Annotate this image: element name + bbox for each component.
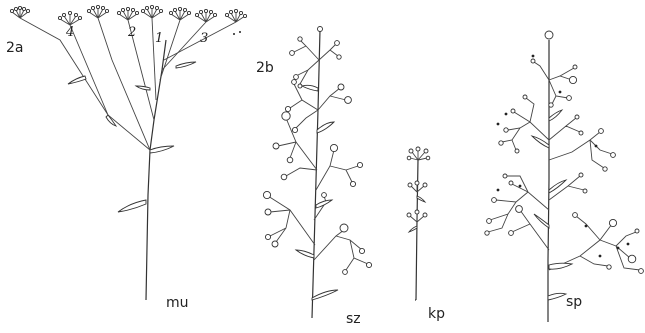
main-stem [548,40,549,322]
leaf [316,200,332,208]
leaf [296,250,314,258]
plant-kp: kp [407,147,445,322]
leaf [317,122,334,133]
flower [318,27,323,32]
leaf [417,196,425,202]
leaf [548,293,566,300]
umbellet [58,11,81,25]
umbel-number: 1 [155,31,163,46]
leaf [312,290,338,300]
leaf [68,76,86,84]
umbel-ray [160,20,180,80]
branch [294,40,338,84]
leaf [409,226,417,232]
leaf [549,180,566,193]
branch [512,210,549,250]
leaf [302,85,318,91]
leaf [549,110,562,121]
umbellet [141,5,162,18]
main-stem [146,40,166,300]
umbel-ray [70,25,108,115]
plant-sp: sp [485,31,644,322]
umbel-ray [98,18,150,150]
panel-label-2b: 2b [256,60,274,76]
branch [488,176,549,232]
umbel-number: 3 [200,31,208,46]
umbellet [195,9,216,22]
umbel-number: 4 [65,25,74,40]
plant-label-sz: sz [346,311,361,327]
plant-label-mu: mu [166,295,189,311]
umbellet [10,6,29,18]
umbellet [169,7,190,20]
main-stem [312,30,320,318]
leaf [136,86,150,90]
leaf [118,200,146,212]
plant-mu: 2a [6,5,247,311]
umbellet [117,7,138,20]
flower [545,31,553,39]
branch [549,216,640,270]
leaf [176,62,196,68]
branch [549,118,612,168]
umbel-number: 2 [127,25,136,40]
plant-label-kp: kp [428,306,445,322]
plant-label-sp: sp [566,294,582,310]
panel-label-2a: 2a [6,40,24,56]
umbel-ray [162,22,206,70]
plant-sz: 2b [256,27,372,328]
branch [268,196,315,245]
leaf [549,263,572,269]
umbellet [87,5,108,18]
leaf [534,214,549,228]
leaf [150,146,174,153]
